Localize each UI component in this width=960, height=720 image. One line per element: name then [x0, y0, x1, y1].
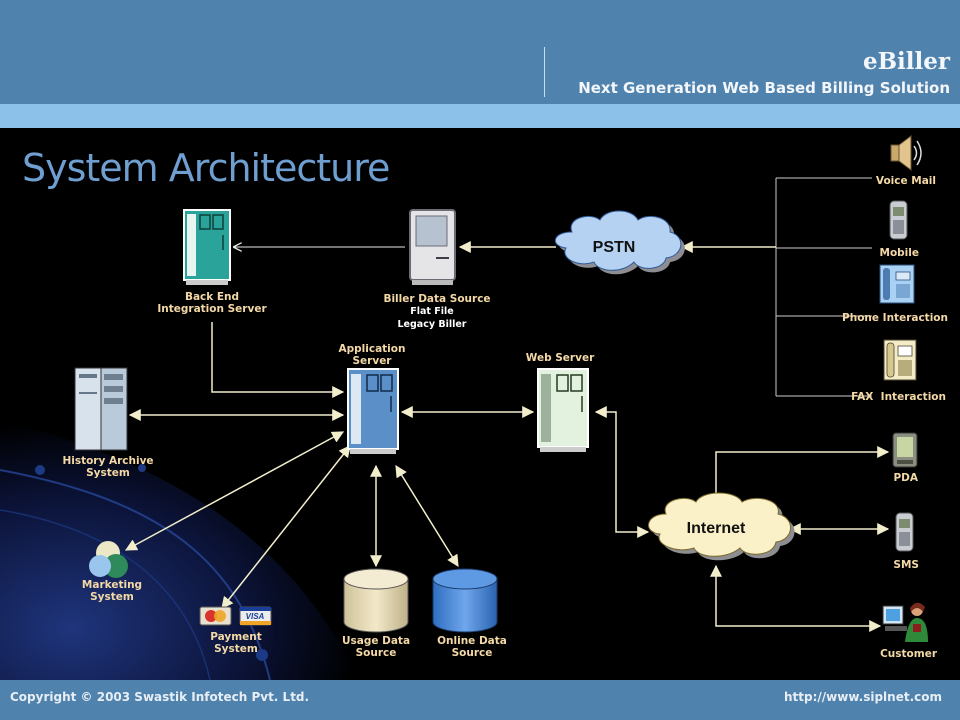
fax-machine-icon [883, 339, 917, 381]
copyright-text: Copyright © 2003 Swastik Infotech Pvt. L… [10, 690, 310, 704]
arrow-app-online [395, 464, 459, 568]
back-end-server-icon [183, 209, 231, 285]
biller-flat-file-label: Flat File [410, 306, 454, 317]
pstn-cloud-icon [555, 210, 685, 275]
architecture-diagram: PSTN [0, 135, 928, 680]
payment-cards-icon: VISA [199, 606, 272, 626]
payment-label: Payment System [210, 631, 262, 655]
arrow-app-payment [221, 445, 351, 609]
desk-phone-icon [879, 264, 915, 304]
online-data-label: Online Data Source [437, 635, 507, 659]
biller-computer-icon [409, 209, 456, 285]
back-end-label: Back End Integration Server [157, 291, 267, 315]
voice-mail-label: Voice Mail [875, 175, 936, 187]
visa-logo-text: VISA [246, 612, 265, 621]
arrow-internet-pda [710, 446, 890, 510]
history-archive-label: History Archive System [62, 455, 154, 479]
header-stripe [0, 104, 960, 128]
internet-cloud-icon [648, 492, 795, 561]
usage-data-label: Usage Data Source [341, 635, 411, 659]
customer-icon [882, 602, 928, 642]
application-server-icon [347, 368, 399, 454]
biller-legacy-label: Legacy Biller [397, 319, 467, 330]
marketing-circles-icon [89, 541, 128, 578]
speaker-icon [890, 135, 922, 171]
internet-label: Internet [687, 520, 746, 537]
background-dot [35, 465, 45, 475]
marketing-label: Marketing System [81, 579, 143, 603]
website-link[interactable]: http://www.siplnet.com [783, 690, 942, 704]
footer-bar: Copyright © 2003 Swastik Infotech Pvt. L… [0, 680, 960, 720]
web-server-icon [537, 368, 589, 452]
application-server-label: Application Server [338, 343, 406, 367]
mobile-label: Mobile [879, 247, 920, 259]
pstn-label: PSTN [593, 239, 636, 256]
header-divider [544, 47, 545, 97]
mobile-phone-icon [889, 200, 908, 240]
archive-server-icon [74, 367, 128, 451]
brand-tagline: Next Generation Web Based Billing Soluti… [578, 79, 950, 97]
arrow-web-internet [594, 406, 650, 538]
brand-block: eBiller Next Generation Web Based Billin… [578, 48, 950, 98]
online-database-icon [432, 568, 498, 633]
fax-interaction-label: FAX Interaction [851, 391, 946, 403]
sms-phone-icon [895, 512, 914, 552]
sms-label: SMS [893, 559, 919, 571]
biller-source-label: Biller Data Source [383, 293, 491, 305]
arrow-internet-customer [710, 564, 882, 632]
usage-database-icon [343, 568, 409, 633]
pda-label: PDA [893, 472, 918, 484]
slide-title: System Architecture [22, 146, 390, 190]
arrow-backend-to-app [211, 322, 345, 398]
phone-interaction-label: Phone Interaction [842, 312, 948, 324]
web-server-label: Web Server [525, 352, 595, 364]
header-bar [0, 0, 960, 104]
pda-icon [892, 432, 918, 468]
brand-name: eBiller [862, 48, 950, 75]
customer-label: Customer [880, 648, 937, 660]
